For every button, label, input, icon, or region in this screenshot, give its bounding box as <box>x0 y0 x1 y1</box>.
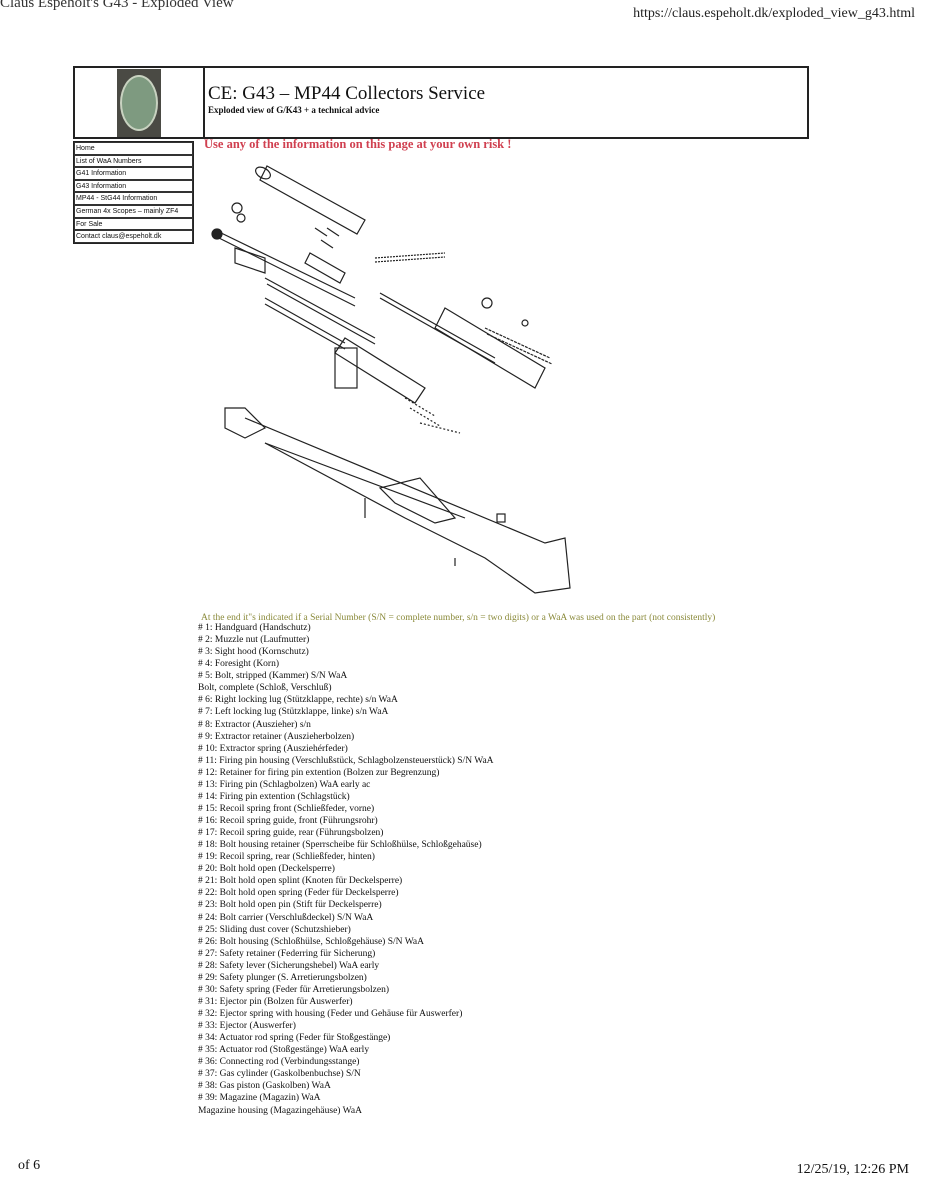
exploded-view-diagram <box>211 165 571 594</box>
part-item: # 24: Bolt carrier (Verschlußdeckel) S/N… <box>198 912 374 923</box>
part-item: Magazine housing (Magazingehäuse) WaA <box>198 1105 362 1116</box>
part-item: # 14: Firing pin extention (Schlagstück) <box>198 791 350 802</box>
part-item: # 3: Sight hood (Kornschutz) <box>198 647 309 658</box>
print-datetime: 12/25/19, 12:26 PM <box>796 1162 909 1177</box>
part-item: # 2: Muzzle nut (Laufmutter) <box>198 635 310 646</box>
site-title: CE: G43 – MP44 Collectors Service <box>208 83 486 104</box>
part-item: # 38: Gas piston (Gaskolben) WaA <box>198 1081 331 1092</box>
part-item: # 33: Ejector (Auswerfer) <box>198 1021 296 1032</box>
part-item: # 19: Recoil spring, rear (Schließfeder,… <box>198 852 375 863</box>
nav-scopes[interactable]: German 4x Scopes – mainly ZF4 <box>74 204 193 218</box>
part-item: # 29: Safety plunger (S. Arretierungsbol… <box>198 972 367 983</box>
nav-g43[interactable]: G43 Information <box>74 179 193 193</box>
part-item: # 22: Bolt hold open spring (Feder für D… <box>198 888 399 899</box>
part-item: Bolt, complete (Schloß, Verschluß) <box>198 683 332 694</box>
site-header: CE: G43 – MP44 Collectors Service Explod… <box>73 66 809 139</box>
part-item: # 9: Extractor retainer (Auszieherbolzen… <box>198 731 355 742</box>
part-item: # 5: Bolt, stripped (Kammer) S/N WaA <box>198 671 348 682</box>
part-item: # 11: Firing pin housing (Verschlußstück… <box>198 755 494 766</box>
part-item: # 6: Right locking lug (Stützklappe, rec… <box>198 695 398 706</box>
nav-home[interactable]: Home <box>74 142 193 155</box>
print-page-count: of 6 <box>18 1158 41 1173</box>
part-item: # 31: Ejector pin (Bolzen für Auswerfer) <box>198 996 353 1007</box>
part-item: # 18: Bolt housing retainer (Sperrscheib… <box>198 840 482 851</box>
part-item: # 16: Recoil spring guide, front (Führun… <box>198 816 378 826</box>
part-item: # 26: Bolt housing (Schloßhülse, Schloßg… <box>198 936 424 947</box>
print-page-title: Claus Espeholt's G43 - Exploded View <box>0 0 234 11</box>
part-item: # 21: Bolt hold open splint (Knoten für … <box>198 876 403 887</box>
part-item: # 32: Ejector spring with housing (Feder… <box>198 1009 463 1019</box>
part-item: # 13: Firing pin (Schlagbolzen) WaA earl… <box>198 779 371 790</box>
legend-intro: At the end it"s indicated if a Serial Nu… <box>201 613 716 623</box>
part-item: # 15: Recoil spring front (Schließfeder,… <box>198 803 375 814</box>
part-item: # 36: Connecting rod (Verbindungsstange) <box>198 1057 360 1068</box>
part-item: # 23: Bolt hold open pin (Stift für Deck… <box>198 900 382 911</box>
site-subtitle: Exploded view of G/K43 + a technical adv… <box>208 105 380 115</box>
site-logo <box>75 68 205 137</box>
nav-contact[interactable]: Contact claus@espeholt.dk <box>74 230 193 243</box>
nav-waa-numbers[interactable]: List of WaA Numbers <box>74 154 193 168</box>
part-item: # 27: Safety retainer (Federring für Sic… <box>198 948 376 959</box>
part-item: # 8: Extractor (Auszieher) s/n <box>198 719 311 730</box>
part-item: # 12: Retainer for firing pin extention … <box>198 767 440 778</box>
part-item: # 35: Actuator rod (Stoßgestänge) WaA ea… <box>198 1045 370 1056</box>
part-item: # 28: Safety lever (Sicherungshebel) WaA… <box>198 960 380 971</box>
parts-list: # 1: Handguard (Handschutz) # 2: Muzzle n… <box>198 622 494 1117</box>
part-item: # 20: Bolt hold open (Deckelsperre) <box>198 864 335 875</box>
nav-mp44[interactable]: MP44 - StG44 Information <box>74 192 193 205</box>
part-item: # 37: Gas cylinder (Gaskolbenbuchse) S/N <box>198 1069 361 1080</box>
part-item: # 4: Foresight (Korn) <box>198 659 280 670</box>
part-item: # 30: Safety spring (Feder für Arretieru… <box>198 984 390 995</box>
nav-g41[interactable]: G41 Information <box>74 167 193 180</box>
risk-warning: Use any of the information on this page … <box>204 137 512 151</box>
part-item: # 34: Actuator rod spring (Feder für Sto… <box>198 1033 391 1044</box>
part-item: # 39: Magazine (Magazin) WaA <box>198 1093 321 1104</box>
sidebar-nav: Home List of WaA Numbers G41 Information… <box>73 141 194 244</box>
print-url: https://claus.espeholt.dk/exploded_view_… <box>633 6 915 21</box>
part-item: # 7: Left locking lug (Stützklappe, link… <box>198 707 389 718</box>
part-item: # 25: Sliding dust cover (Schutzshieber) <box>198 924 351 935</box>
nav-for-sale[interactable]: For Sale <box>74 217 193 231</box>
part-item: # 17: Recoil spring guide, rear (Führung… <box>198 828 384 839</box>
part-item: # 10: Extractor spring (Ausziehérfeder) <box>198 743 348 754</box>
part-item: # 1: Handguard (Handschutz) <box>198 623 311 633</box>
